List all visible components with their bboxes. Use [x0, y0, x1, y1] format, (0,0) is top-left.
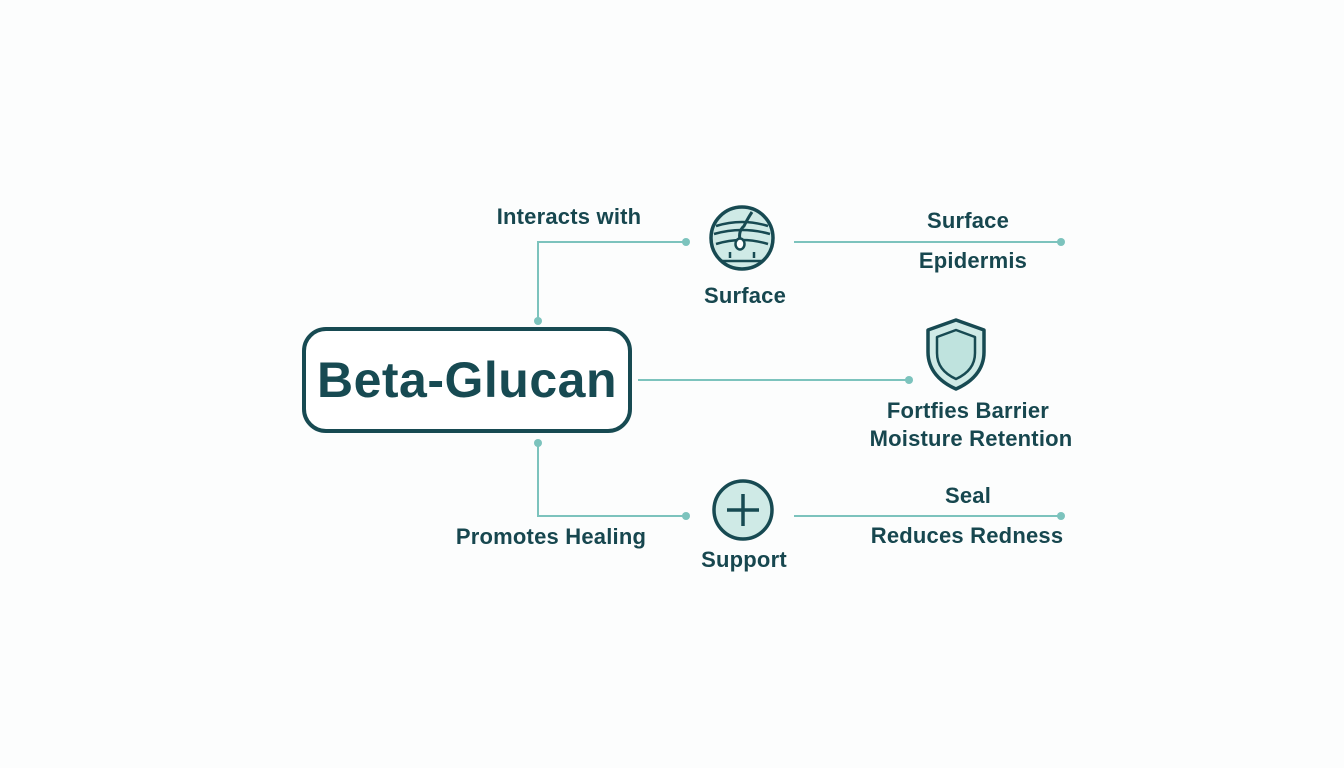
moisture-retention-label: Moisture Retention [869, 426, 1073, 451]
support-hub-label: Support [701, 547, 787, 572]
connector-dot [905, 376, 913, 384]
fortifies-barrier-label: Fortfies Barrier [886, 398, 1050, 423]
reduces-redness-outcome-subtitle: Reduces Redness [870, 523, 1064, 548]
skin-hair-follicle-icon [709, 205, 775, 271]
connector-dot [1057, 512, 1065, 520]
connector-dot [682, 238, 690, 246]
connector-dot [534, 317, 542, 325]
epidermis-outcome-subtitle: Epidermis [918, 248, 1028, 273]
seal-outcome-title: Seal [944, 483, 992, 508]
promotes-healing-label: Promotes Healing [455, 524, 647, 549]
connector-dot [534, 439, 542, 447]
interacts-with-label: Interacts with [496, 204, 642, 229]
connector-bottom-elbow [537, 443, 686, 517]
connector-top-elbow [537, 241, 686, 321]
surface-outcome-title: Surface [926, 208, 1010, 233]
surface-hub-label: Surface [703, 283, 787, 308]
shield-icon [926, 318, 986, 391]
connector-dot [682, 512, 690, 520]
center-node-label: Beta-Glucan [316, 352, 617, 408]
connector-dot [1057, 238, 1065, 246]
beta-glucan-node: Beta-Glucan [302, 327, 632, 433]
plus-circle-icon [712, 479, 774, 541]
